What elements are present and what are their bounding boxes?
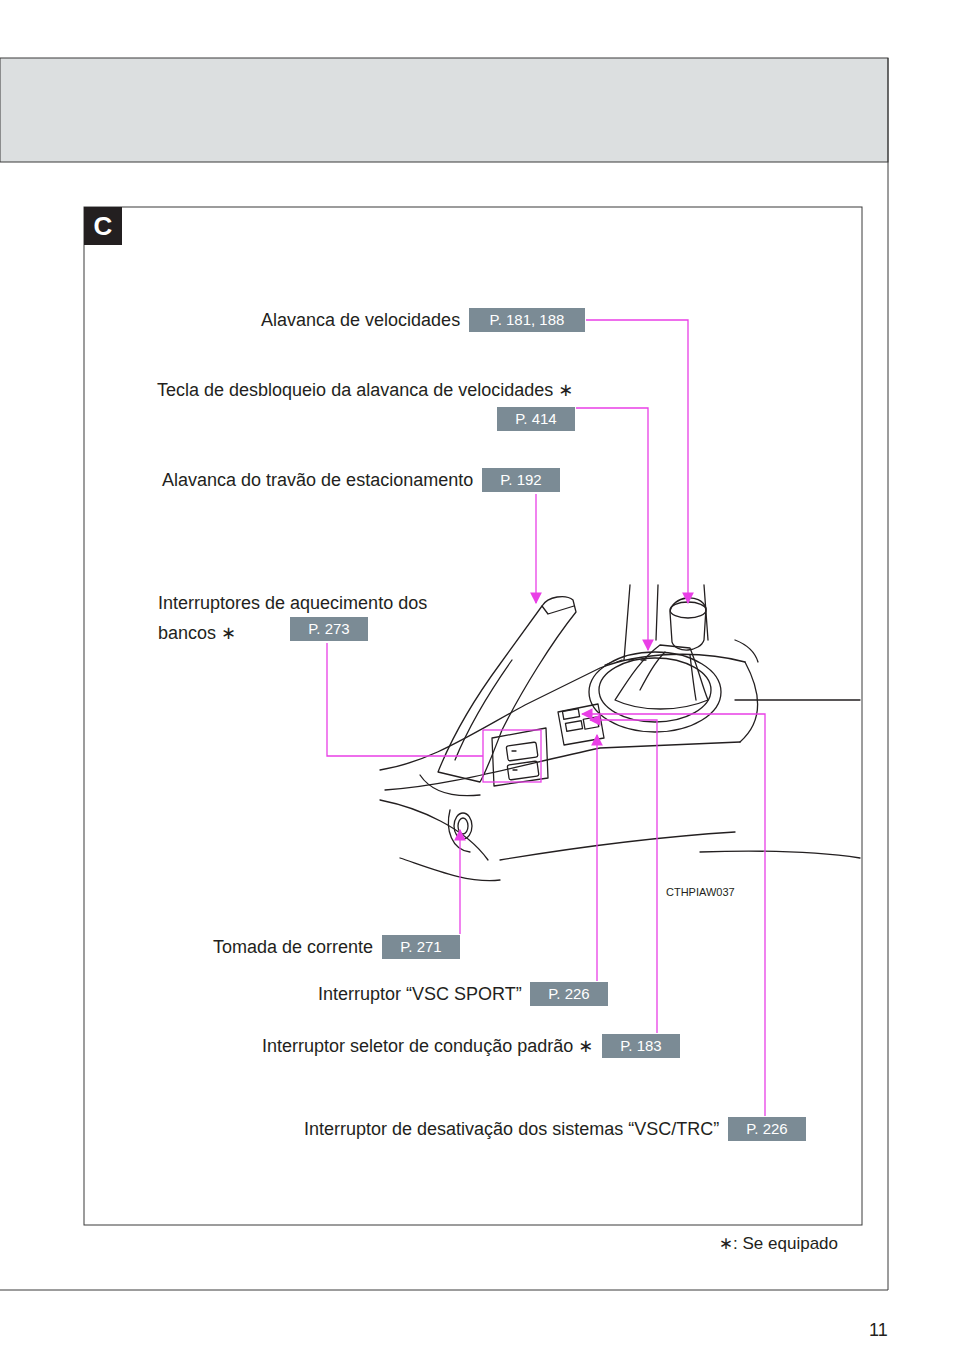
callout: Alavanca de velocidades P. 181, 188	[261, 308, 585, 332]
section-tab: C	[84, 207, 122, 245]
footnote: ∗: Se equipado	[719, 1233, 838, 1254]
figure-code: CTHPIAW037	[666, 886, 735, 898]
page-reference: P. 181, 188	[469, 308, 585, 332]
callout: Interruptor seletor de condução padrão ∗…	[262, 1034, 680, 1058]
callout-label: Alavanca do travão de estacionamento	[162, 469, 475, 491]
page-number: 11	[869, 1320, 888, 1341]
callout: Interruptor de desativação dos sistemas …	[304, 1117, 806, 1141]
callout-label: Tomada de corrente	[213, 936, 375, 958]
section-frame	[84, 207, 862, 1225]
page-reference: P. 192	[482, 468, 560, 492]
callout: Interruptor “VSC SPORT” P. 226	[318, 982, 608, 1006]
page-rule	[0, 1290, 888, 1291]
callout-label: Interruptor “VSC SPORT”	[318, 983, 523, 1005]
page-reference: P. 273	[290, 617, 368, 641]
callout: Tomada de corrente P. 271	[213, 935, 460, 959]
callout: Interruptores de aquecimento dos bancos …	[158, 588, 433, 648]
page-reference: P. 271	[382, 935, 460, 959]
callout-label: Interruptor seletor de condução padrão ∗	[262, 1035, 595, 1057]
center-console	[380, 585, 860, 881]
page-reference: P. 414	[497, 407, 575, 431]
callout-label: Interruptor de desativação dos sistemas …	[304, 1118, 721, 1140]
callout: Tecla de desbloqueio da alavanca de velo…	[157, 379, 575, 431]
callout-label: Alavanca de velocidades	[261, 309, 462, 331]
section-letter: C	[84, 207, 122, 245]
page-reference: P. 226	[530, 982, 608, 1006]
page-reference: P. 183	[602, 1034, 680, 1058]
page-rule	[888, 58, 889, 1290]
callout: Alavanca do travão de estacionamento P. 1…	[162, 468, 560, 492]
page-reference: P. 226	[728, 1117, 806, 1141]
header-band	[0, 58, 888, 162]
callout-label: Tecla de desbloqueio da alavanca de velo…	[157, 379, 575, 401]
